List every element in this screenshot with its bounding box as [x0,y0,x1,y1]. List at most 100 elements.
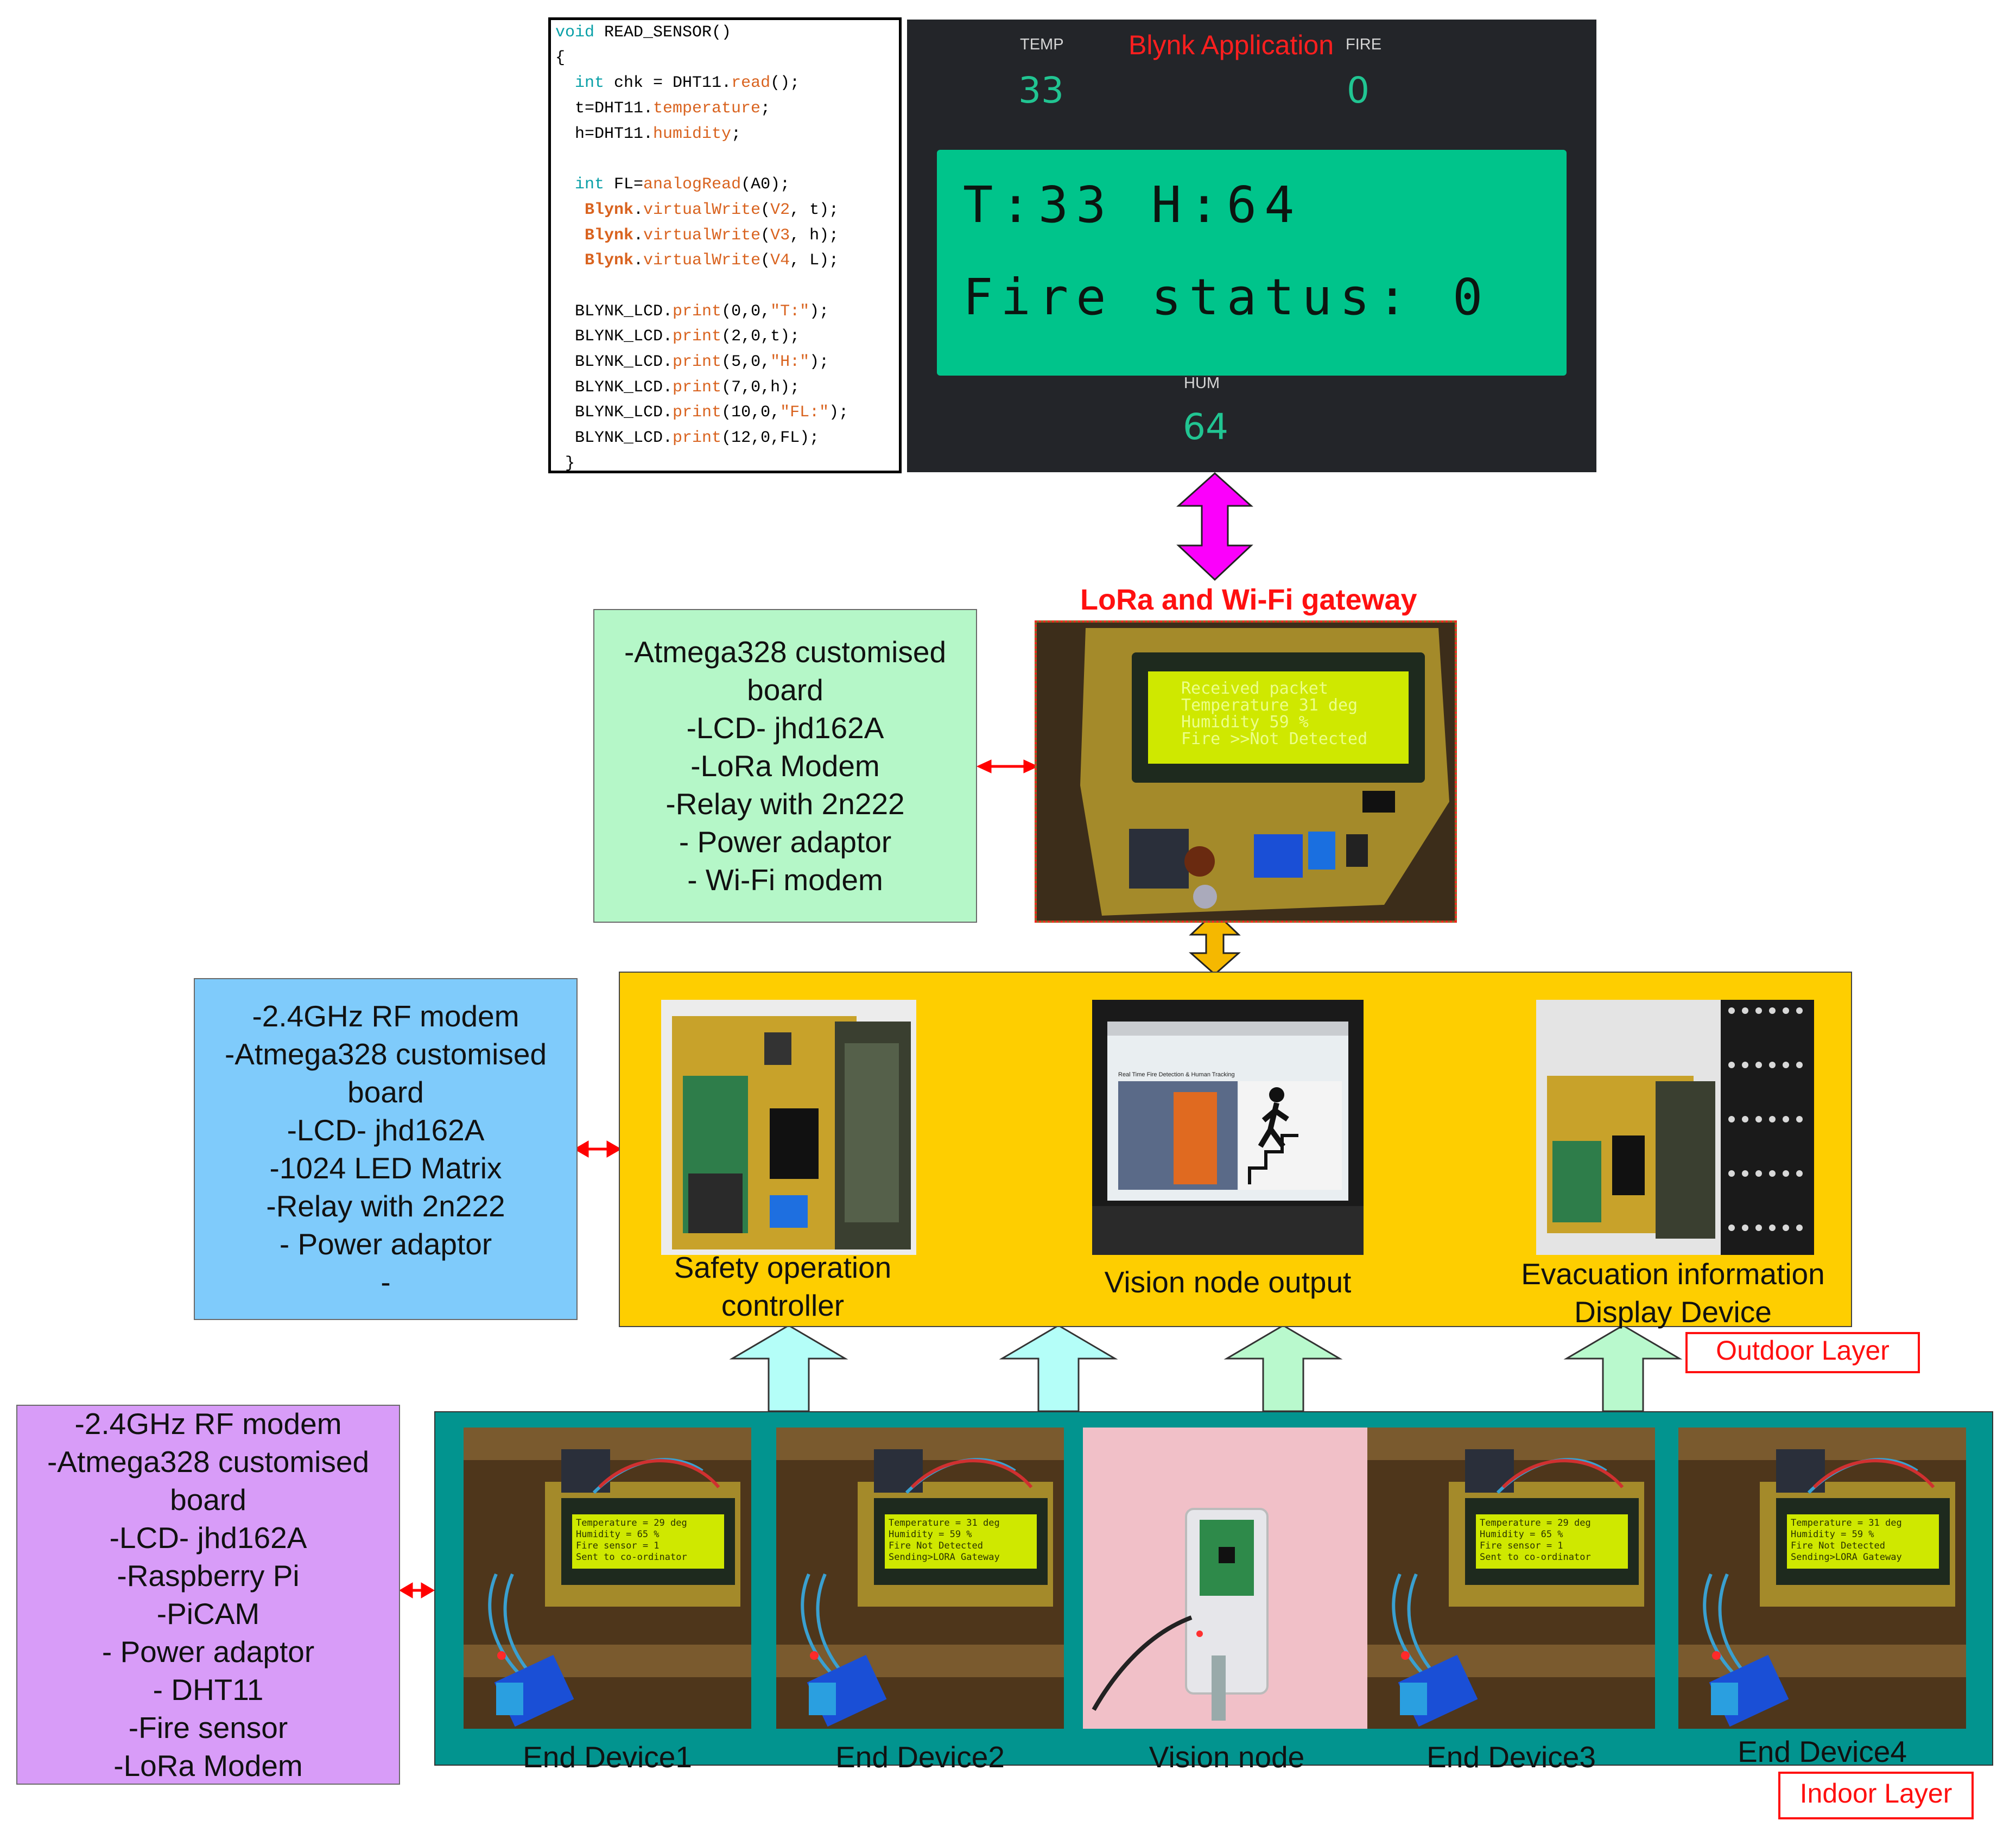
code-token [555,74,575,92]
end-device-illustration [1367,1428,1655,1729]
code-line [555,274,899,299]
code-token: FL= [604,175,644,194]
code-token: . [633,226,644,245]
code-line: { [555,46,899,71]
indoor-device-caption: Vision node [1149,1740,1305,1774]
code-line: Blynk.virtualWrite(V3, h); [555,223,899,249]
code-line: void READ_SENSOR() [555,20,899,46]
code-line [555,147,899,172]
gateway-lcd-line-2: Temperature 31 deg [1181,696,1358,715]
outdoor-list-link-arrow [573,1140,622,1158]
code-token: ( [760,226,771,245]
end-device-illustration [1678,1428,1966,1729]
code-token: BLYNK_LCD. [555,378,673,397]
code-token: int [575,175,605,194]
gateway-lcd-line-3: Humidity 59 % [1181,713,1309,732]
code-token: (5,0, [721,352,771,371]
code-token: V3 [770,226,790,245]
blynk-app-panel: TEMP Blynk Application FIRE 33 0 T:33 H:… [907,20,1596,472]
code-token: virtualWrite [643,200,761,219]
gateway-component-list: -Atmega328 customised board-LCD- jhd162A… [593,609,977,923]
safety-controller-photo [661,1000,916,1255]
end-device-lcd-line: Fire sensor = 1 [576,1540,660,1551]
gateway-lcd-line-1: Received packet [1181,679,1328,698]
gateway-lcd-screen [1148,671,1409,764]
end-device-lcd-line: Humidity = 59 % [1791,1529,1874,1540]
end-device-lcd-line: Sending>LORA Gateway [1791,1552,1902,1563]
code-token: (A0); [741,175,790,194]
component-item: -2.4GHz RF modem [74,1407,342,1441]
code-line: t=DHT11.temperature; [555,96,899,122]
code-token: void [555,23,595,42]
code-token [555,226,585,245]
component-item: -LCD- jhd162A [287,1113,485,1147]
indoor-device-caption: End Device4 [1738,1735,1907,1768]
code-token: ); [809,302,829,321]
code-token: (7,0,h); [721,378,800,397]
code-token: (0,0, [721,302,771,321]
end-device-illustration [464,1428,751,1729]
code-token: chk = DHT11. [604,74,732,93]
lcd-line-1: T:33 H:64 [963,176,1302,234]
fire-label: FIRE [1346,36,1382,53]
code-token: (2,0,t); [721,327,800,346]
code-token: ; [731,124,741,143]
code-token: print [673,403,722,422]
code-token: read [731,74,771,93]
vision-node-illustration [1083,1428,1371,1729]
component-item: - Wi-Fi modem [687,863,883,897]
indoor-component-list: -2.4GHz RF modem-Atmega328 customised bo… [16,1405,400,1785]
code-token: BLYNK_LCD. [555,403,673,422]
end-device-lcd-line: Temperature = 29 deg [1480,1518,1591,1528]
code-token [555,251,585,270]
evacuation-display-photo [1536,1000,1814,1255]
code-token: ; [760,99,771,118]
code-token: h=DHT11. [555,124,654,143]
blynk-app-title: Blynk Application [1129,30,1334,60]
code-token: print [673,429,722,447]
component-item: -PiCAM [156,1597,260,1631]
code-token: BLYNK_LCD. [555,302,673,321]
indoor-layer-label: Indoor Layer [1778,1772,1974,1819]
indoor-device-caption: End Device3 [1427,1740,1596,1774]
code-token: BLYNK_LCD. [555,327,673,346]
component-item: -Atmega328 customised board [624,635,947,707]
end-device-illustration [776,1428,1064,1729]
component-item: - Power adaptor [102,1635,315,1669]
laptop-illustration [1092,1000,1364,1255]
component-item: -Fire sensor [128,1711,288,1744]
end-device-lcd-line: Sent to co-ordinator [1480,1552,1591,1563]
hum-label: HUM [1184,375,1220,392]
end-device-lcd-line: Sent to co-ordinator [576,1552,687,1563]
end-device-lcd-line: Fire Not Detected [1791,1540,1885,1551]
code-token: int [575,74,605,93]
code-token: BLYNK_LCD. [555,352,673,371]
code-line: Blynk.virtualWrite(V4, L); [555,248,899,274]
component-item: -Atmega328 customised board [224,1037,547,1109]
code-token: print [673,327,722,346]
code-token: BLYNK_LCD. [555,429,673,447]
end-device-lcd-line: Fire sensor = 1 [1480,1540,1563,1551]
gateway-lcd-line-4: Fire >>Not Detected [1181,729,1368,748]
end-device-lcd-line: Fire Not Detected [889,1540,983,1551]
code-token: print [673,352,722,371]
code-token: virtualWrite [643,251,761,270]
code-token: } [555,454,575,473]
gateway-board-illustration [1037,623,1455,921]
vision-output-photo: Real Time Fire Detection & Human Trackin… [1092,1000,1364,1255]
code-line: } [555,451,899,473]
code-line: Blynk.virtualWrite(V2, t); [555,198,899,223]
code-token: (); [770,74,800,93]
code-token: , L); [790,251,839,270]
code-line: BLYNK_LCD.print(5,0,"H:"); [555,350,899,375]
code-token: ); [829,403,849,422]
blynk-lcd-widget: T:33 H:64 Fire status: 0 [937,150,1567,376]
end-device-lcd-line: Humidity = 65 % [1480,1529,1563,1540]
component-item: - [381,1265,391,1299]
up-arrow-4 [1563,1324,1683,1412]
code-line: int chk = DHT11.read(); [555,71,899,96]
